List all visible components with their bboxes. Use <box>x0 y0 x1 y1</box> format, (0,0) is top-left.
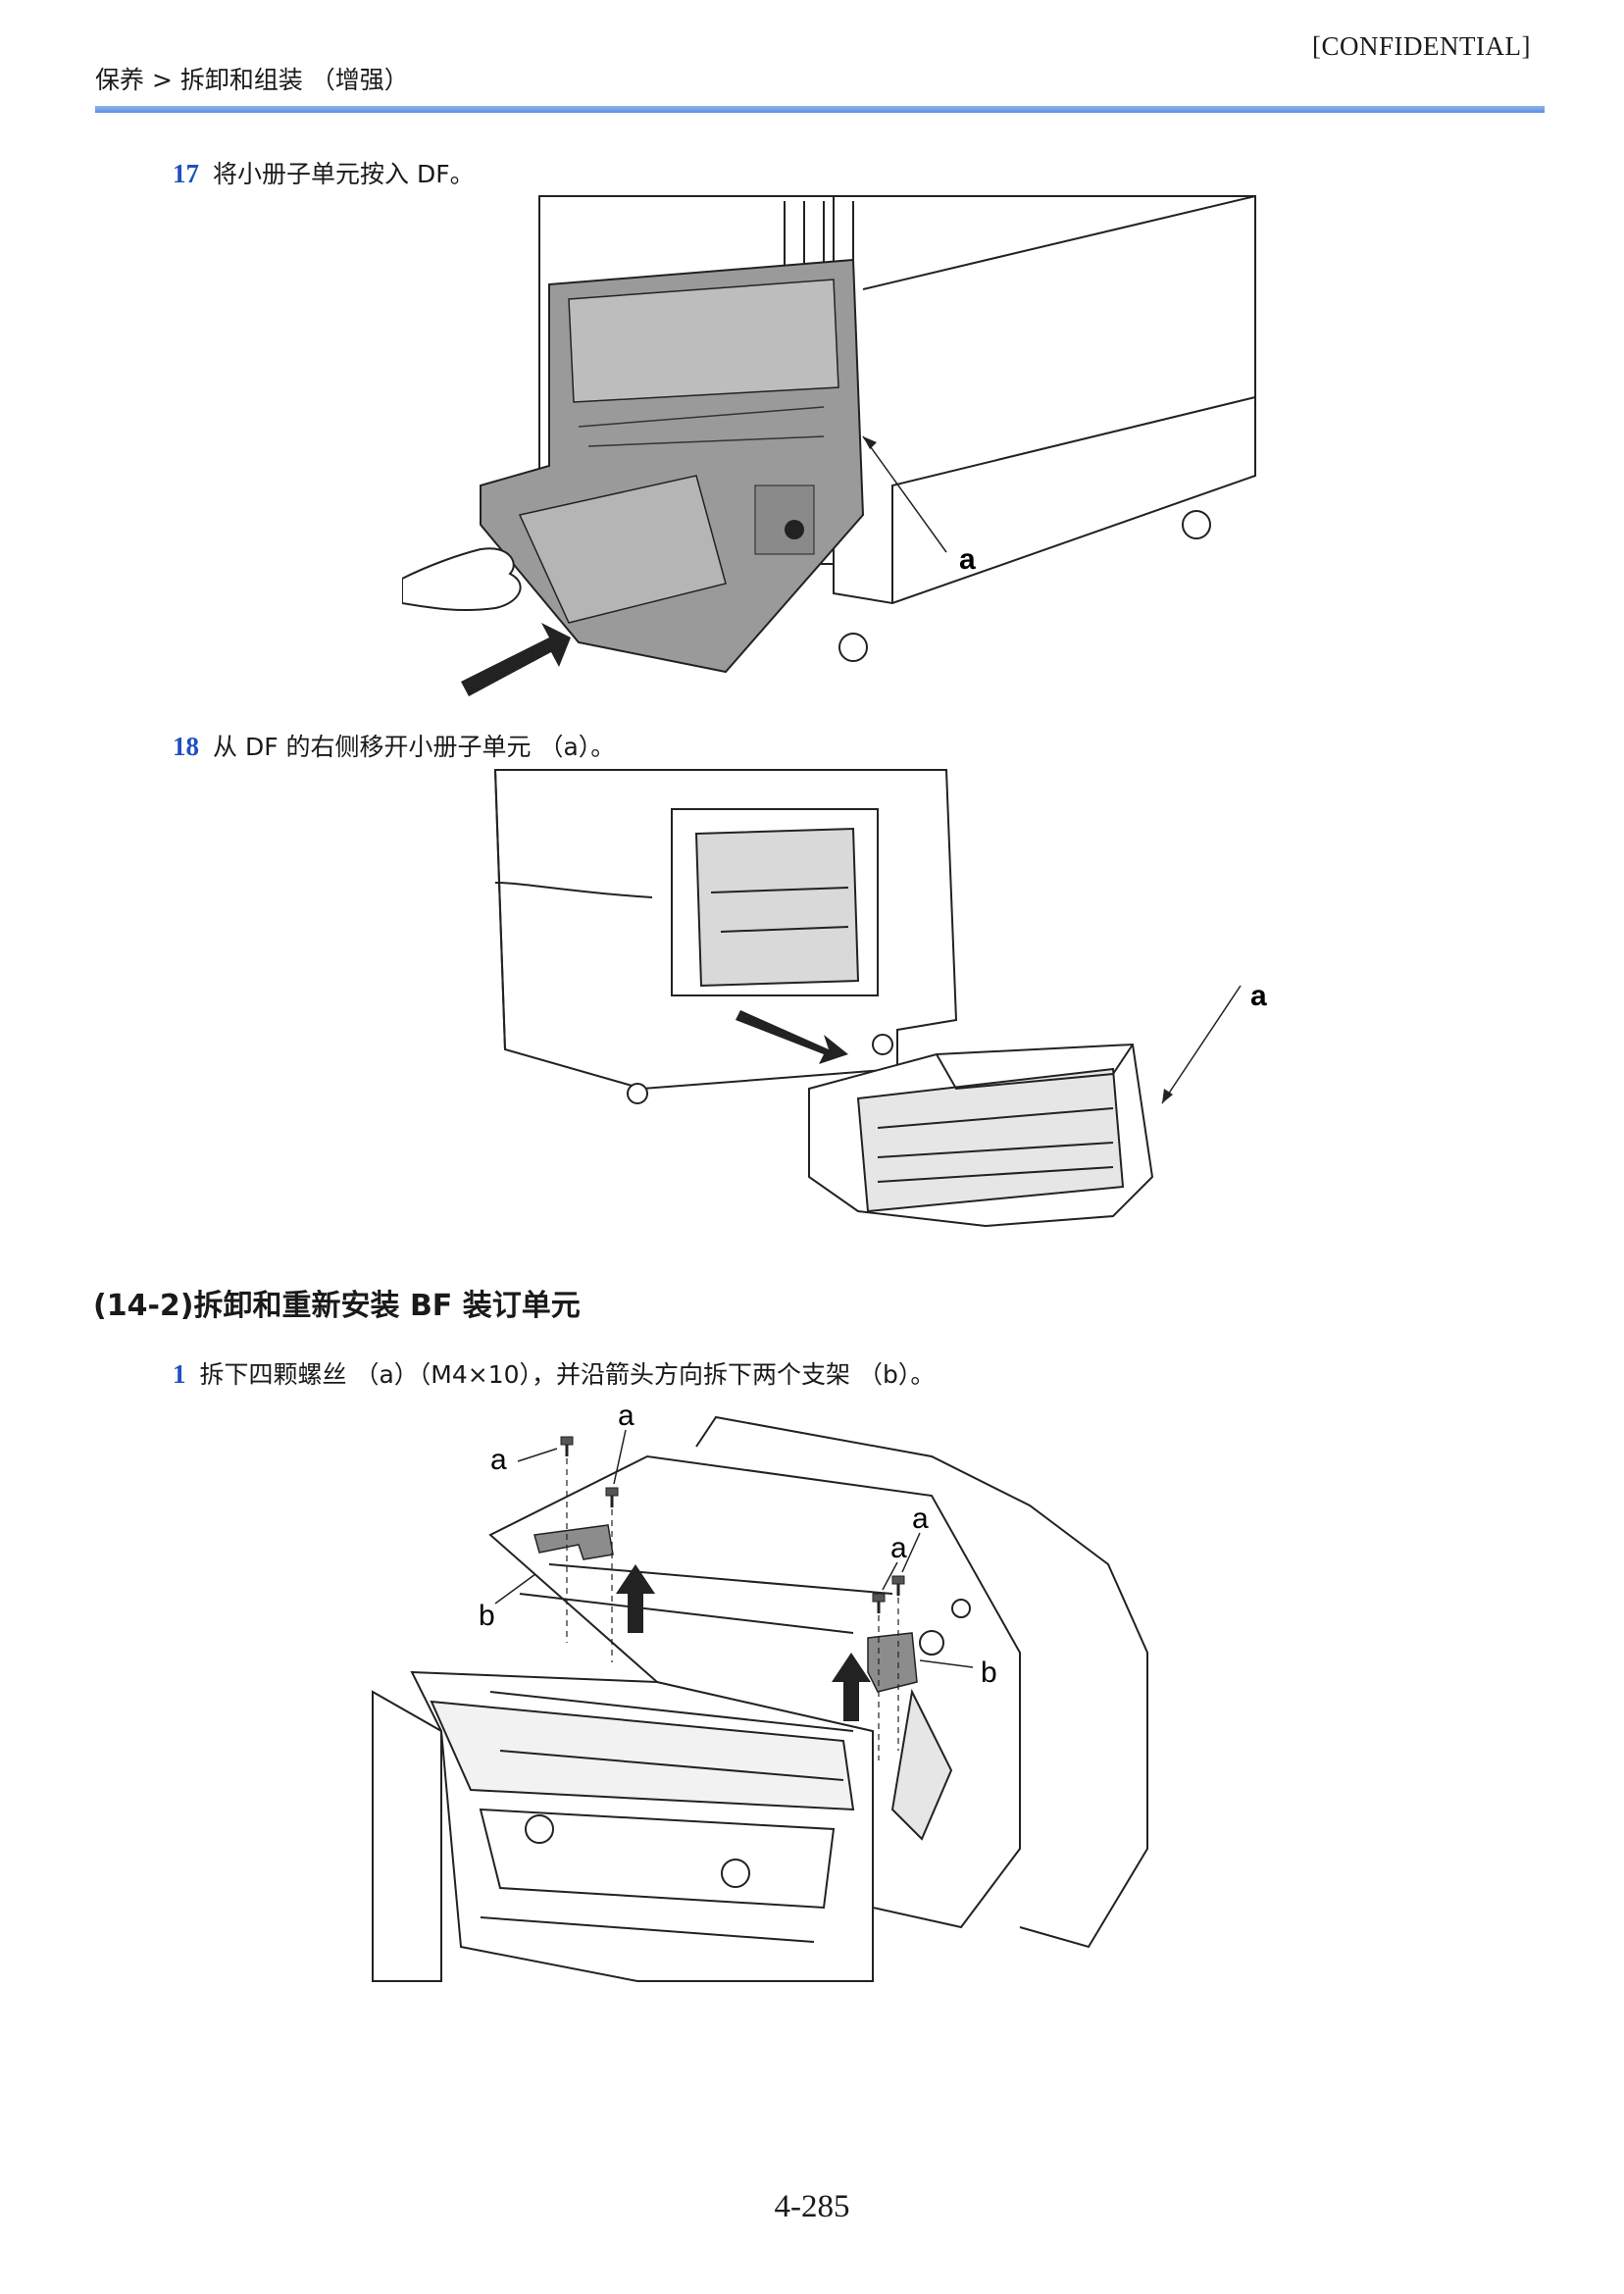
figure-booklet-removal: a <box>493 769 1267 1228</box>
booklet-unit-removed <box>808 1043 1154 1228</box>
up-arrow-icon <box>832 1653 871 1721</box>
bracket-left <box>533 1524 614 1560</box>
step-number: 1 <box>173 1359 186 1389</box>
label-b: b <box>981 1657 997 1689</box>
hand-icon <box>402 547 522 612</box>
step-text: 拆下四颗螺丝 （a）（M4×10），并沿箭头方向拆下两个支架 （b）。 <box>199 1360 936 1389</box>
step-18: 18 从 DF 的右侧移开小册子单元 （a）。 <box>173 728 615 763</box>
screws <box>560 1436 905 1613</box>
figure-booklet-push-in: a <box>402 195 1256 696</box>
step-text: 从 DF 的右侧移开小册子单元 （a）。 <box>213 733 616 761</box>
step-1: 1 拆下四颗螺丝 （a）（M4×10），并沿箭头方向拆下两个支架 （b）。 <box>173 1355 935 1391</box>
label-b: b <box>479 1600 495 1632</box>
label-a: a <box>1250 980 1267 1012</box>
step-text: 将小册子单元按入 DF。 <box>213 160 475 188</box>
label-a: a <box>912 1503 929 1535</box>
figure-stapler-unit-removal: a a a a b b <box>372 1400 1148 1982</box>
page-number: 4-285 <box>774 2189 850 2224</box>
step-17: 17 将小册子单元按入 DF。 <box>173 155 475 190</box>
step-number: 17 <box>173 159 199 188</box>
up-arrow-icon <box>616 1564 655 1633</box>
push-arrow-icon <box>461 623 571 696</box>
label-a: a <box>890 1532 907 1564</box>
bracket-right <box>867 1632 918 1693</box>
step-number: 18 <box>173 732 199 761</box>
removal-arrow-icon <box>736 1010 848 1064</box>
label-a: a <box>490 1444 507 1476</box>
header-divider <box>95 106 1545 113</box>
booklet-unit <box>480 258 865 674</box>
label-a: a <box>618 1400 634 1432</box>
section-title: (14-2)拆卸和重新安装 BF 装订单元 <box>93 1289 581 1323</box>
breadcrumb: 保养 > 拆卸和组装 （增强） <box>95 66 409 94</box>
label-a: a <box>959 543 976 576</box>
confidential-label: [CONFIDENTIAL] <box>1312 31 1531 61</box>
